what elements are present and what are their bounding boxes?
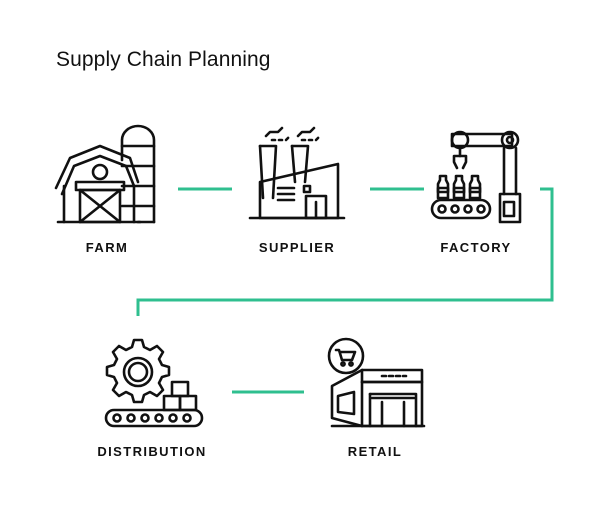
connector-factory-distribution	[136, 187, 554, 316]
stage-label-factory: FACTORY	[440, 240, 512, 255]
diagram-title: Supply Chain Planning	[56, 48, 271, 71]
gear-conveyor-icon	[104, 338, 204, 428]
stage-label-distribution: DISTRIBUTION	[97, 444, 207, 459]
stage-label-supplier: SUPPLIER	[258, 240, 336, 255]
robotic-arm-icon	[430, 130, 522, 224]
stage-label-retail: RETAIL	[347, 444, 403, 459]
retail-store-icon	[327, 337, 426, 428]
barn-icon	[54, 124, 156, 224]
stage-label-farm: FARM	[85, 240, 129, 255]
factory-building-icon	[248, 126, 346, 220]
